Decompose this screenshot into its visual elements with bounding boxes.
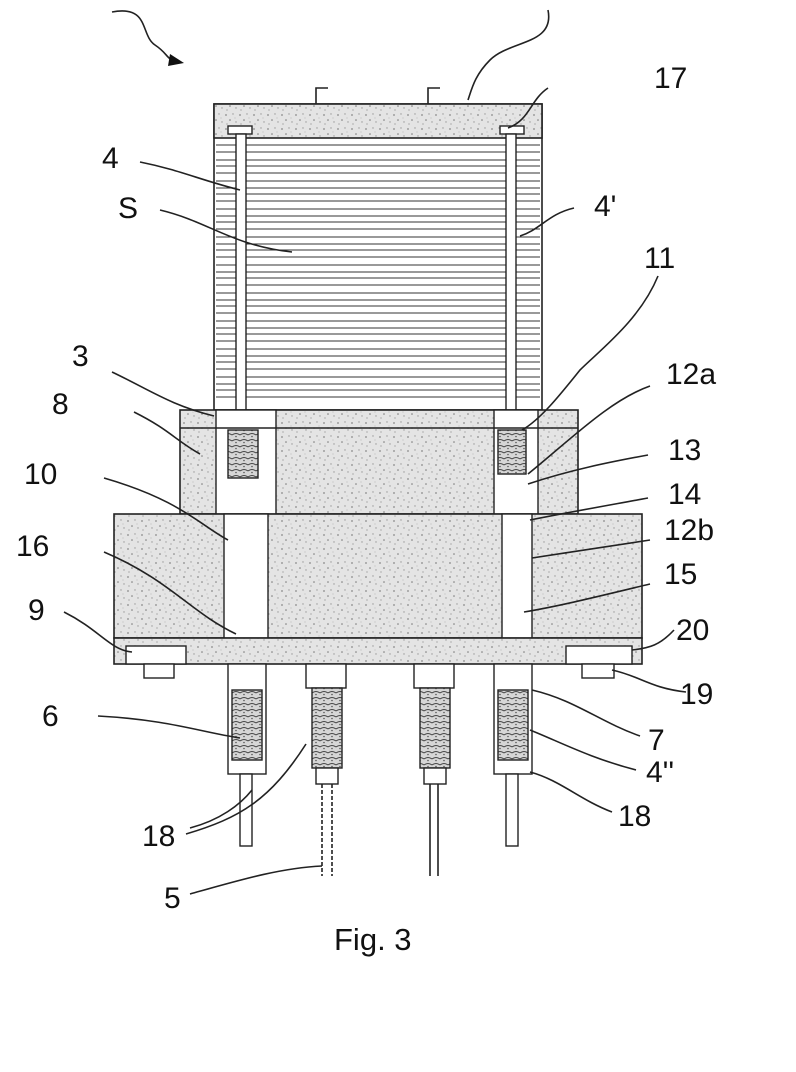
label-18-right: 18 xyxy=(618,800,651,833)
right-conductor xyxy=(494,664,532,846)
label-10: 10 xyxy=(24,458,57,491)
left-conductor xyxy=(228,664,266,846)
label-15: 15 xyxy=(664,558,697,591)
cell-stack-housing xyxy=(214,88,542,410)
label-4-prime: 4' xyxy=(594,190,616,223)
label-8: 8 xyxy=(52,388,69,421)
label-4-double-prime: 4'' xyxy=(646,756,674,789)
label-6: 6 xyxy=(42,700,59,733)
label-11: 11 xyxy=(644,242,675,275)
label-S: S xyxy=(118,192,138,225)
label-19: 19 xyxy=(680,678,713,711)
label-13: 13 xyxy=(668,434,701,467)
label-9: 9 xyxy=(28,594,45,627)
label-16: 16 xyxy=(16,530,49,563)
label-14: 14 xyxy=(668,478,701,511)
label-12a: 12a xyxy=(666,358,716,391)
middle-feedthroughs xyxy=(306,664,454,876)
label-17: 17 xyxy=(654,62,687,95)
label-7: 7 xyxy=(648,724,665,757)
base-lower-block xyxy=(114,514,642,678)
label-3: 3 xyxy=(72,340,89,373)
label-18-left: 18 xyxy=(142,820,175,853)
reference-arrow-top-left xyxy=(112,11,184,66)
figure-caption: Fig. 3 xyxy=(334,922,412,957)
label-4: 4 xyxy=(102,142,119,175)
label-20: 20 xyxy=(676,614,709,647)
label-5: 5 xyxy=(164,882,181,915)
leader-top-right xyxy=(468,10,549,100)
label-12b: 12b xyxy=(664,514,714,547)
base-upper-block xyxy=(180,410,578,514)
